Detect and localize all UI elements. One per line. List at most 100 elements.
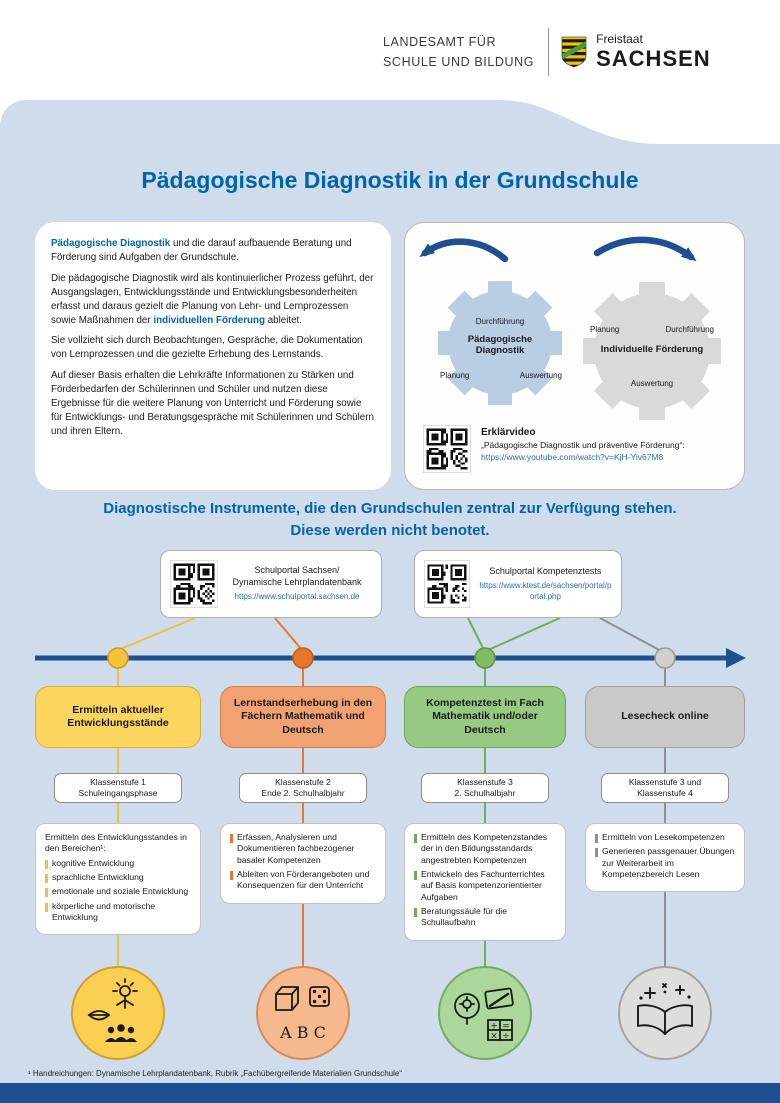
abc-letters-label: A B C <box>279 1023 326 1042</box>
list-item: körperliche und motorische Entwicklung <box>45 901 191 924</box>
intro-text-2a: Die pädagogische Diagnostik wird als kon… <box>51 272 374 326</box>
column1-content-box: Ermitteln des Entwicklungsstandes in den… <box>35 823 201 936</box>
divide-symbol: ÷ <box>502 1032 510 1042</box>
intro-text-2b: ableitet. <box>264 314 303 326</box>
column1-intro: Ermitteln des Entwicklungsstandes in den… <box>45 832 187 854</box>
list-item: Erfassen, Analysieren und Dokumentieren … <box>230 832 376 866</box>
plus-symbol: + <box>490 1022 498 1032</box>
gear-right-phase-bottom: Auswertung <box>630 379 674 388</box>
development-areas-icon <box>87 978 138 1042</box>
video-url-link[interactable]: https://www.youtube.com/watch?v=KjH-Yiv6… <box>481 452 664 462</box>
schulportal-qr-code <box>170 560 218 608</box>
schulportal-url-link[interactable]: https://www.schulportal.sachsen.de <box>234 592 360 602</box>
agency-name: LANDESAMT FÜR SCHULE UND BILDUNG <box>383 32 534 72</box>
column1-icon-circle <box>71 966 165 1060</box>
video-label: Erklärvideo <box>481 427 536 438</box>
gear-right-planung: Planung <box>590 325 620 334</box>
gears-diagram <box>419 236 721 420</box>
column2-grade-line1: Klassenstufe 2 <box>275 776 331 787</box>
column4-grade-box: Klassenstufe 3 und Klassenstufe 4 <box>601 773 729 803</box>
state-name-label: SACHSEN <box>596 45 711 71</box>
column1-grade-line1: Klassenstufe 1 <box>90 776 146 787</box>
column1-bullet-list: kognitive Entwicklung sprachliche Entwic… <box>45 858 191 924</box>
column3-icon-circle: + = × ÷ <box>438 966 532 1060</box>
list-item: Generieren passgenauer Übungen zur Weite… <box>595 846 735 880</box>
section-subtitle-line2: Diese werden nicht benotet. <box>290 522 490 539</box>
intro-highlight-2: individuellen Förderung <box>153 314 265 326</box>
gear-left-planung: Planung <box>440 371 470 380</box>
list-item: Ermitteln des Kompetenzstandes der in de… <box>414 832 556 866</box>
column3-grade-line2: 2. Schulhalbjahr <box>454 788 516 798</box>
intro-text-box: Pädagogische Diagnostik und die darauf a… <box>35 222 391 490</box>
column1-title-box: Ermitteln aktueller Entwicklungsstände <box>35 686 201 748</box>
list-item: Beratungssäule für die Schullaufbahn <box>414 906 556 929</box>
kompetenztests-url-link[interactable]: https://www.ktest.de/sachsen/portal/port… <box>479 581 612 601</box>
column4-icon-circle <box>618 966 712 1060</box>
column2-bullet-list: Erfassen, Analysieren und Dokumentieren … <box>230 832 376 892</box>
column3-bullet-list: Ermitteln des Kompetenzstandes der in de… <box>414 832 556 929</box>
column4-grade-line1: Klassenstufe 3 und <box>628 776 702 787</box>
intro-highlight-1: Pädagogische Diagnostik <box>51 238 171 249</box>
column4-title-box: Lesecheck online <box>585 686 745 748</box>
list-item: emotionale und soziale Entwicklung <box>45 886 191 898</box>
column4-grade-line2: Klassenstufe 4 <box>637 788 693 798</box>
gear-right-title: Individuelle Förderung <box>600 344 704 355</box>
column4-bullet-list: Ermitteln von Lesekompetenzen Generieren… <box>595 832 735 880</box>
agency-line2: SCHULE UND BILDUNG <box>383 55 535 69</box>
list-item: Ableiten von Förderangeboten und Konsequ… <box>230 869 376 892</box>
gear-left-phase-bottom: Planung Auswertung <box>440 371 562 380</box>
agency-line1: LANDESAMT FÜR <box>383 35 497 49</box>
gear-right-durchfuehrung: Durchführung <box>665 325 714 334</box>
support-gear-icon <box>583 282 721 420</box>
gear-right-phase-top: Planung Durchführung <box>590 325 714 334</box>
column2-grade-line2: Ende 2. Schulhalbjahr <box>261 788 345 798</box>
video-caption: „Pädagogische Diagnostik und präventive … <box>481 440 685 450</box>
column2-content-box: Erfassen, Analysieren und Dokumentieren … <box>220 823 386 904</box>
column1-grade-box: Klassenstufe 1 Schuleingangsphase <box>54 773 182 803</box>
column3-grade-line1: Klassenstufe 3 <box>457 776 513 787</box>
explainer-video-block: Erklärvideo „Pädagogische Diagnostik und… <box>423 425 685 473</box>
video-qr-code <box>423 425 471 473</box>
multiply-symbol: × <box>490 1032 498 1042</box>
footnote: ¹ Handreichungen: Dynamische Lehrplandat… <box>28 1069 402 1078</box>
column1-grade-line2: Schuleingangsphase <box>78 788 158 798</box>
column3-grade-box: Klassenstufe 3 2. Schulhalbjahr <box>421 773 549 803</box>
section-subtitle-line1: Diagnostische Instrumente, die den Grund… <box>103 500 677 517</box>
brand-header: LANDESAMT FÜR SCHULE UND BILDUNG Freista… <box>383 28 711 76</box>
bottom-bar <box>0 1083 780 1103</box>
intro-paragraph-1: Pädagogische Diagnostik und die darauf a… <box>51 237 375 265</box>
list-item: Entwickeln des Fachunterrichtes auf Basi… <box>414 869 556 903</box>
intro-paragraph-3: Sie vollzieht sich durch Beobachtungen, … <box>51 335 363 361</box>
rotation-arrow-left-icon <box>419 238 509 263</box>
rotation-arrow-right-icon <box>593 236 697 262</box>
kompetenztests-qr-code <box>424 560 470 608</box>
column3-content-box: Ermitteln des Kompetenzstandes der in de… <box>404 823 566 941</box>
gear-left-title: Pädagogische Diagnostik <box>467 334 533 356</box>
column2-icon-circle: A B C <box>256 966 350 1060</box>
state-small-label: Freistaat <box>596 32 643 47</box>
list-item: kognitive Entwicklung <box>45 858 191 870</box>
column4-content-box: Ermitteln von Lesekompetenzen Generieren… <box>585 823 745 893</box>
intro-text-1: und die darauf aufbauende Beratung und F… <box>51 238 352 263</box>
list-item: Ermitteln von Lesekompetenzen <box>595 832 735 844</box>
column2-grade-box: Klassenstufe 2 Ende 2. Schulhalbjahr <box>239 773 367 803</box>
list-item: sprachliche Entwicklung <box>45 872 191 884</box>
kompetenztests-label: Schulportal Kompetenztests <box>489 565 602 576</box>
page-title: Pädagogische Diagnostik in der Grundschu… <box>141 167 639 193</box>
column2-title-box: Lernstandserhebung in den Fächern Mathem… <box>220 686 386 748</box>
brand-divider <box>548 28 550 76</box>
intro-paragraph-4: Auf dieser Basis erhalten die Lehrkräfte… <box>51 370 374 437</box>
reading-book-icon <box>637 983 693 1035</box>
portal-card-kompetenztests: Schulportal Kompetenztests https://www.k… <box>414 550 622 618</box>
abc-dice-icon: A B C <box>275 986 330 1042</box>
competence-test-icon: + = × ÷ <box>454 987 514 1042</box>
schulportal-label-line2: Dynamische Lehrplandatenbank <box>232 576 362 587</box>
diagnostics-gear-icon <box>438 281 562 405</box>
state-logo: Freistaat SACHSEN <box>596 32 711 71</box>
column3-title-box: Kompetenztest im Fach Mathematik und/ode… <box>404 686 566 748</box>
process-diagram-box: Durchführung Pädagogische Diagnostik Pla… <box>404 222 745 490</box>
schulportal-label-line1: Schulportal Sachsen/ <box>254 565 340 576</box>
intro-paragraph-2: Die pädagogische Diagnostik wird als kon… <box>51 272 375 328</box>
header-curve-divider <box>500 100 780 144</box>
